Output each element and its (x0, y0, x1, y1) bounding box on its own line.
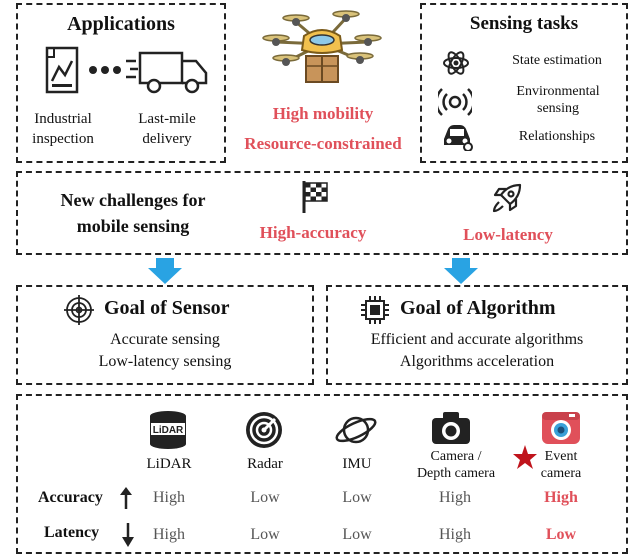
sensor-name-event-camera: Event camera (540, 449, 582, 481)
imu-planet-icon (335, 416, 377, 444)
star-icon (513, 445, 537, 469)
latency-camera: High (439, 526, 471, 543)
goal-sensor-title: Goal of Sensor (104, 297, 230, 319)
sensing-tasks-title: Sensing tasks (469, 13, 579, 34)
radar-icon (246, 412, 282, 448)
sensor-name-lidar: LiDAR (146, 456, 192, 472)
lidar-icon: LiDAR (150, 411, 186, 449)
arrow-up-icon (120, 487, 132, 509)
goal-sensor-line-2: Low-latency sensing (98, 353, 232, 370)
goal-sensor-panel: Goal of Sensor Accurate sensing Low-late… (16, 285, 314, 385)
accuracy-imu: Low (342, 489, 372, 506)
latency-imu: Low (342, 526, 372, 543)
chip-icon (361, 296, 389, 324)
car-relationship-icon (444, 125, 473, 151)
low-latency-label: Low-latency (463, 225, 553, 244)
sensing-tasks-panel: Sensing tasks State estimation Environme… (420, 3, 628, 163)
event-camera-icon (542, 412, 580, 444)
camera-icon (432, 412, 470, 444)
accuracy-event-camera: High (544, 489, 578, 506)
resource-constrained-label: Resource-constrained (244, 134, 402, 153)
challenges-panel: New challenges for mobile sensing High-a… (16, 171, 628, 255)
arrow-down-small-icon (122, 523, 134, 547)
applications-title: Applications (67, 13, 175, 35)
lidar-badge-text: LiDAR (153, 425, 184, 436)
task-environmental-sensing: Environmental sensing (516, 84, 600, 116)
high-mobility-label: High mobility (272, 104, 374, 123)
inspection-icon (45, 46, 79, 94)
rocket-icon (492, 183, 522, 213)
accuracy-camera: High (439, 489, 471, 506)
row-label-accuracy: Accuracy (38, 489, 103, 506)
arrow-down-icon (148, 258, 182, 284)
challenges-title: New challenges for mobile sensing (60, 190, 206, 236)
delivery-truck-icon (126, 51, 208, 94)
checkered-flag-icon (302, 181, 328, 213)
latency-lidar: High (153, 526, 185, 543)
accuracy-radar: Low (250, 489, 280, 506)
task-state-estimation: State estimation (512, 53, 602, 68)
application-item-delivery: Last-mile delivery (138, 111, 196, 147)
sensors-panel: LiDAR LiDAR Radar IMU Camera / Depth cam… (16, 394, 628, 554)
applications-panel: Applications Industrial inspection Last-… (16, 3, 226, 163)
latency-radar: Low (250, 526, 280, 543)
latency-event-camera: Low (545, 526, 577, 543)
task-relationships: Relationships (518, 129, 596, 144)
application-item-industrial: Industrial inspection (32, 111, 94, 147)
goal-algorithm-panel: Goal of Algorithm Efficient and accurate… (326, 285, 628, 385)
goal-algorithm-line-2: Algorithms acceleration (399, 353, 555, 370)
drone-icon (262, 10, 382, 83)
goal-algorithm-line-1: Efficient and accurate algorithms (370, 331, 584, 348)
high-accuracy-label: High-accuracy (259, 223, 367, 242)
accuracy-lidar: High (153, 489, 185, 506)
sensor-name-imu: IMU (342, 456, 372, 472)
sensor-name-camera: Camera / Depth camera (416, 449, 496, 481)
goal-sensor-line-1: Accurate sensing (110, 331, 220, 348)
radar-target-icon (64, 295, 94, 325)
row-label-latency: Latency (44, 524, 100, 541)
ellipsis-icon (89, 66, 121, 74)
atom-icon (443, 51, 469, 75)
goal-algorithm-title: Goal of Algorithm (400, 297, 556, 319)
signal-icon (438, 88, 472, 116)
sensor-name-radar: Radar (247, 456, 283, 472)
arrow-down-icon (444, 258, 478, 284)
